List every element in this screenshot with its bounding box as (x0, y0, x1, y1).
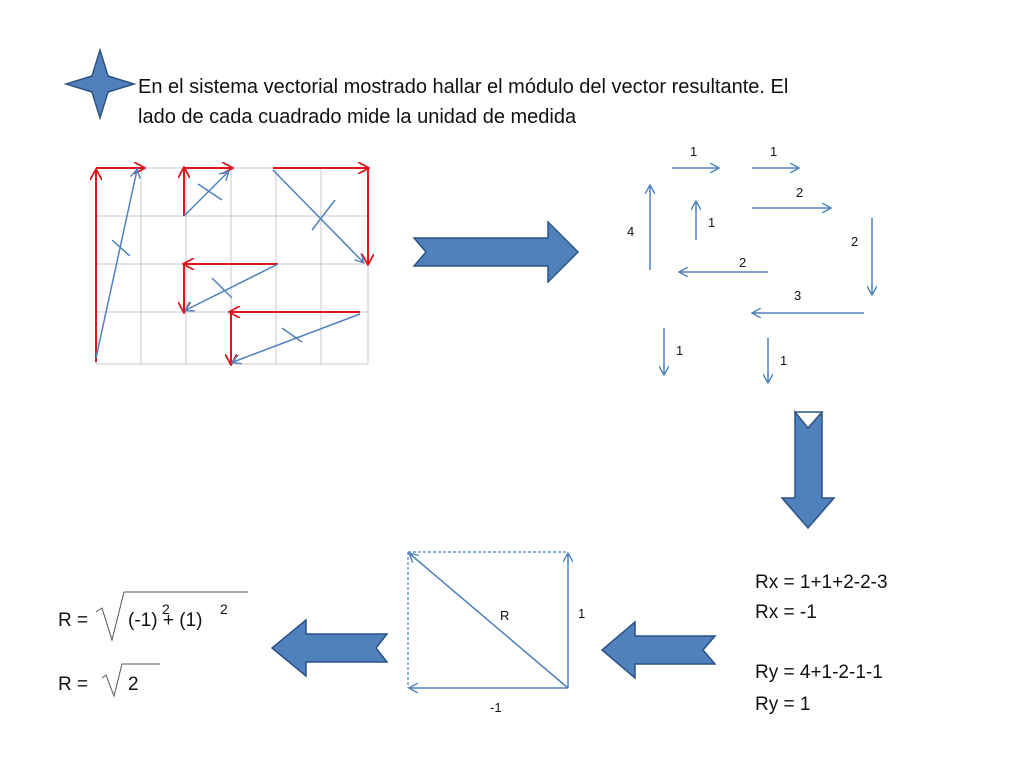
rx-value: Rx = -1 (755, 602, 817, 623)
result-r-label: R (500, 608, 510, 623)
left-arrow-icon-lower (600, 620, 717, 680)
blue-vector-4 (186, 263, 279, 310)
sqrt-sign-2 (101, 663, 160, 698)
sqrt-sign-1 (95, 591, 248, 642)
ry-expression: Ry = 4+1-2-1-1 (755, 662, 883, 683)
rx-expression: Rx = 1+1+2-2-3 (755, 572, 888, 593)
result-bottom-label: -1 (490, 700, 502, 715)
right-arrow-icon (412, 220, 580, 284)
star-bullet-icon (63, 47, 137, 121)
blue-vector-3 (272, 169, 363, 262)
formula-r2-prefix: R = (58, 674, 89, 695)
label-h7: 2 (739, 255, 747, 270)
label-h1: 1 (690, 144, 698, 159)
down-arrow-icon (780, 409, 836, 530)
problem-statement: En el sistema vectorial mostrado hallar … (138, 72, 928, 132)
formula-r1-radicand: (-1) + (1) (128, 610, 203, 631)
label-v4: 4 (627, 224, 635, 239)
left-arrow-icon-formula (270, 618, 389, 678)
formula-exponent-1: 2 (162, 601, 170, 617)
formula-exponent-2: 2 (220, 601, 228, 617)
formula-r2-radicand: 2 (128, 674, 139, 695)
blue-vector-1 (95, 170, 137, 359)
label-h2: 1 (770, 144, 778, 159)
label-v10: 1 (780, 353, 788, 368)
ry-value: Ry = 1 (755, 694, 811, 715)
problem-line-1: En el sistema vectorial mostrado hallar … (138, 76, 789, 98)
result-side-label: 1 (578, 606, 586, 621)
label-v6: 2 (851, 234, 859, 249)
red-components (96, 168, 368, 364)
label-v9: 1 (676, 343, 684, 358)
result-vector-r (410, 554, 569, 689)
formula-r1-prefix: R = (58, 610, 89, 631)
resultant-box (407, 551, 569, 689)
label-h8: 3 (794, 288, 802, 303)
label-h3: 2 (796, 185, 804, 200)
label-v5: 1 (708, 215, 716, 230)
blue-vector-2 (183, 172, 228, 217)
blue-vectors (95, 169, 363, 362)
component-vectors (650, 168, 872, 382)
problem-line-2: lado de cada cuadrado mide la unidad de … (138, 106, 577, 128)
